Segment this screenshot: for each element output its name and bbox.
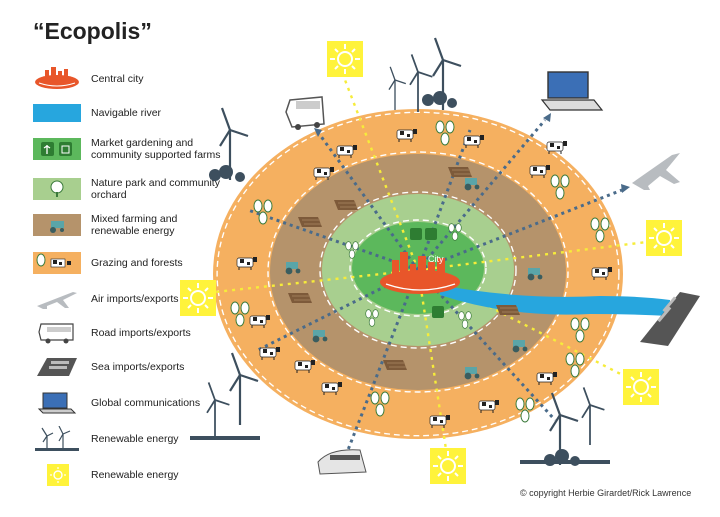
central-city-icon xyxy=(35,67,79,89)
legend-label: Central city xyxy=(91,73,144,85)
page-title: “Ecopolis” xyxy=(33,18,152,44)
legend-label: Market gardening and community supported… xyxy=(91,137,221,161)
legend-item-mixed-farming: Mixed farming and renewable energy xyxy=(33,212,213,242)
legend-label: Sea imports/exports xyxy=(91,361,185,373)
central-city: City xyxy=(380,252,460,294)
legend-label: Navigable river xyxy=(91,107,162,119)
sun-icon xyxy=(47,464,69,486)
legend-label: Mixed farming and renewable energy xyxy=(91,213,178,237)
legend-label: Renewable energy xyxy=(91,433,179,445)
market-garden-icon xyxy=(33,138,81,160)
legend-label: Air imports/exports xyxy=(91,293,179,305)
copyright: © copyright Herbie Girardet/Rick Lawrenc… xyxy=(520,488,692,498)
ship-icon xyxy=(37,358,77,376)
legend-item-nature-park: Nature park and community orchard xyxy=(33,176,220,206)
legend-item-air: Air imports/exports xyxy=(33,286,213,316)
legend-item-river: Navigable river xyxy=(33,100,213,130)
legend-item-market-garden: Market gardening and community supported… xyxy=(33,136,221,166)
legend-label: Global communications xyxy=(91,397,201,409)
airplane-icon xyxy=(632,153,680,190)
wind-turbine-icon xyxy=(35,426,79,451)
laptop-icon xyxy=(540,71,604,111)
legend-item-central-city: Central city xyxy=(33,66,213,96)
ship-icon xyxy=(640,292,700,346)
legend-item-communications: Global communications xyxy=(33,390,213,420)
legend-label: Road imports/exports xyxy=(91,327,191,339)
grazing-icon xyxy=(33,252,81,274)
legend-item-road: Road imports/exports xyxy=(33,320,213,350)
bus-icon xyxy=(285,96,325,130)
legend-item-wind: Renewable energy xyxy=(33,426,213,456)
legend-label: Nature park and community orchard xyxy=(91,177,220,201)
legend-item-solar: Renewable energy xyxy=(33,462,213,492)
laptop-icon xyxy=(37,392,77,414)
bus-icon xyxy=(38,323,74,344)
legend-item-grazing: Grazing and forests xyxy=(33,250,213,280)
river-icon xyxy=(33,104,81,122)
city-label: City xyxy=(428,254,444,264)
legend-item-sea: Sea imports/exports xyxy=(33,354,213,384)
mixed-farming-icon xyxy=(33,214,81,236)
legend-label: Renewable energy xyxy=(91,469,179,481)
nature-park-icon xyxy=(33,178,81,200)
legend-label: Grazing and forests xyxy=(91,257,183,269)
train-icon xyxy=(317,449,367,475)
airplane-icon xyxy=(37,292,77,309)
